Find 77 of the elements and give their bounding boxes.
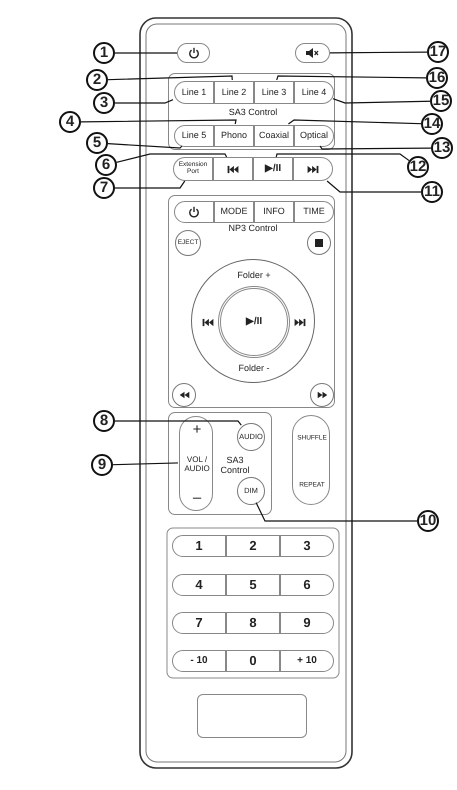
panel-label: NP3 Control <box>228 224 278 234</box>
leader-line <box>112 462 178 466</box>
leader-line <box>256 502 417 522</box>
remote-button: 5 <box>226 574 280 596</box>
panel-label: SA3 Control <box>228 108 278 118</box>
remote-button: Line 5 <box>174 125 214 147</box>
button-panel <box>168 195 335 408</box>
leader-line <box>320 146 431 150</box>
callout-number: 10 <box>417 510 439 532</box>
callout-number: 16 <box>426 67 448 89</box>
remote-button: Line 2 <box>214 81 254 104</box>
leader-line <box>330 52 427 54</box>
leader-line <box>276 153 410 162</box>
ring-label: Folder - <box>238 364 270 374</box>
remote-button: 6 <box>280 574 334 596</box>
panel-label: SA3 Control <box>219 456 250 476</box>
button-panel <box>168 73 335 150</box>
remote-button <box>293 157 333 181</box>
play-pause-button: ▶/II <box>218 286 290 358</box>
remote-button: 0 <box>226 650 280 672</box>
remote-button: Coaxial <box>254 125 294 147</box>
leader-line <box>288 119 422 124</box>
remote-button: INFO <box>254 201 294 223</box>
remote-button: 3 <box>280 535 334 557</box>
callout-number: 3 <box>93 92 115 114</box>
callout-number: 6 <box>95 154 117 176</box>
remote-button <box>174 201 214 223</box>
button-label: + <box>192 422 202 438</box>
callout-number: 12 <box>407 156 429 178</box>
remote-button: Optical <box>294 125 334 147</box>
callout-number: 15 <box>430 90 452 112</box>
leader-line <box>115 99 174 104</box>
leader-line <box>326 180 421 193</box>
callout-number: 4 <box>59 111 81 133</box>
leader-line <box>332 98 430 104</box>
callout-number: 8 <box>93 410 115 432</box>
remote-button: Line 3 <box>254 81 294 104</box>
ring-label: Folder + <box>237 271 271 281</box>
callout-number: 5 <box>86 132 108 154</box>
remote-button: 8 <box>226 612 280 634</box>
button-panel <box>168 412 272 515</box>
remote-button: 2 <box>226 535 280 557</box>
callout-number: 11 <box>421 181 443 203</box>
remote-button: ▶/II <box>253 157 293 181</box>
remote-button <box>213 157 253 181</box>
remote-button: 1 <box>172 535 226 557</box>
callout-number: 2 <box>86 69 108 91</box>
callout-number: 9 <box>91 454 113 476</box>
remote-button: Line 1 <box>174 81 214 104</box>
remote-button: - 10 <box>172 650 226 672</box>
callout-number: 1 <box>93 42 115 64</box>
remote-button <box>292 415 330 505</box>
leader-line <box>115 180 186 189</box>
remote-button: 7 <box>172 612 226 634</box>
remote-button: TIME <box>294 201 334 223</box>
leader-line <box>108 75 233 80</box>
leader-line <box>115 420 242 426</box>
leader-line <box>108 143 182 149</box>
remote-button: 4 <box>172 574 226 596</box>
button-label: VOL / AUDIO <box>183 456 211 474</box>
remote-button: MODE <box>214 201 254 223</box>
remote-button <box>197 694 307 738</box>
remote-button: Phono <box>214 125 254 147</box>
remote-button: 9 <box>280 612 334 634</box>
remote-button <box>179 416 213 511</box>
callout-number: 14 <box>421 113 443 135</box>
remote-button <box>295 43 330 63</box>
remote-button: + 10 <box>280 650 334 672</box>
leader-line <box>116 153 228 163</box>
callout-number: 13 <box>431 137 453 159</box>
button-label: – <box>192 490 202 506</box>
remote-button: Line 4 <box>294 81 334 104</box>
leader-line <box>115 52 177 54</box>
leader-line <box>276 75 426 80</box>
callout-number: 17 <box>427 41 449 63</box>
leader-line <box>81 119 237 124</box>
callout-number: 7 <box>93 177 115 199</box>
